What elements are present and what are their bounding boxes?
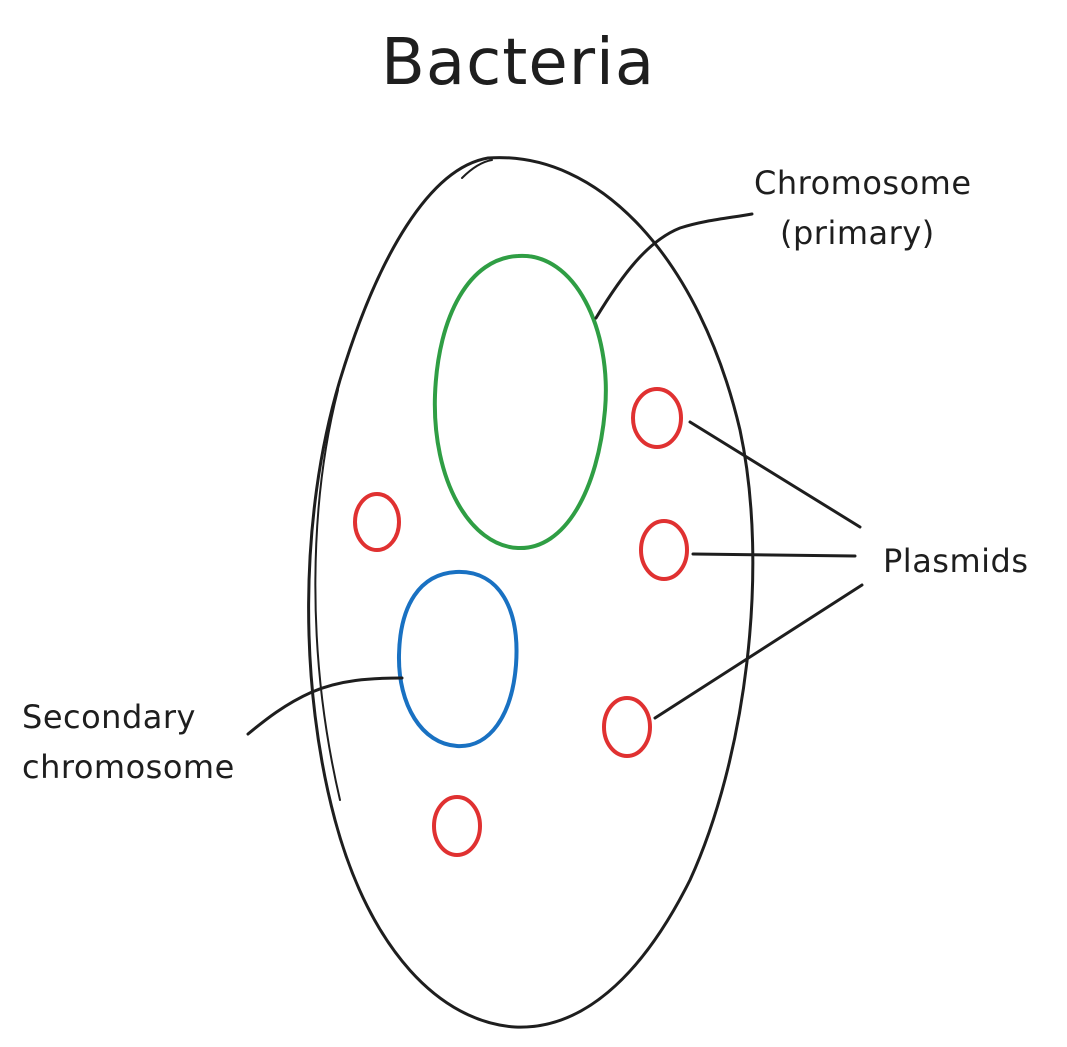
plasmid [353,492,401,552]
leader-line-secondary [246,676,404,736]
label-secondary-chromosome: Secondary chromosome [22,698,235,786]
leader-line-primary [594,212,754,320]
plasmids [353,387,689,857]
secondary-chromosome [396,569,519,749]
label-chromosome-primary-line2: (primary) [780,214,935,252]
label-secondary-line1: Secondary [22,698,196,736]
plasmid [432,795,482,857]
label-plasmids: Plasmids [883,542,1029,580]
label-chromosome-primary-line1: Chromosome [754,164,972,202]
plasmid [631,387,683,449]
diagram-title: Bacteria [381,26,655,100]
leader-lines [246,212,864,736]
cell-membrane [307,156,755,1029]
leader-line-plasmid [688,420,862,529]
label-secondary-line2: chromosome [22,748,235,786]
plasmid [602,696,652,758]
leader-line-plasmid [691,552,857,558]
primary-chromosome [432,253,608,551]
label-chromosome-primary: Chromosome (primary) [754,164,972,252]
leader-line-plasmid [653,583,864,720]
plasmid [639,519,689,581]
